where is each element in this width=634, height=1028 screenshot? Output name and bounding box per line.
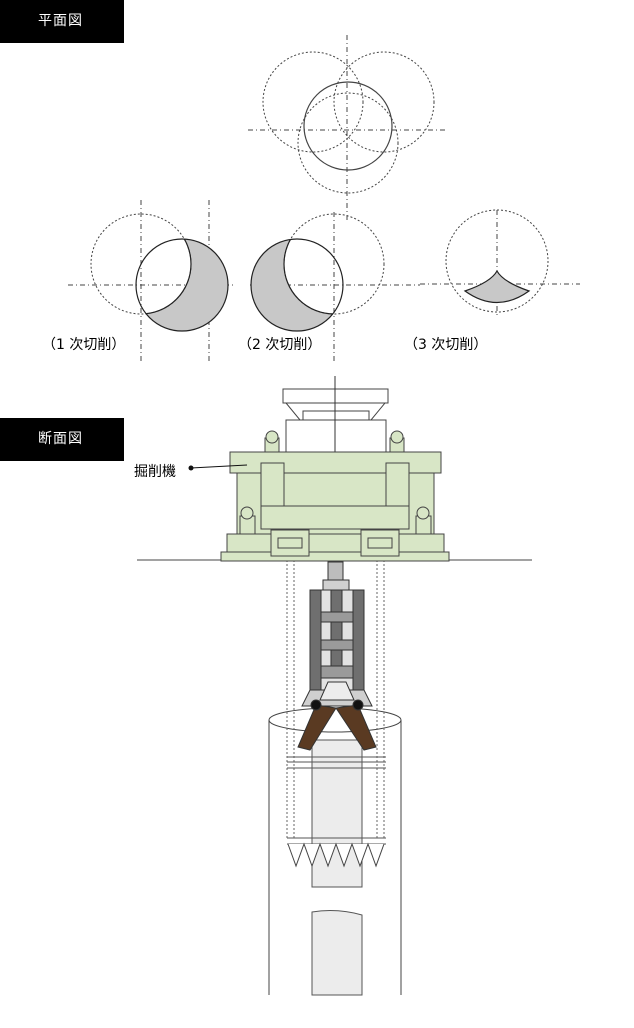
casing-bands [287, 756, 386, 845]
machine-label-leader [190, 464, 248, 469]
cutter-assembly [297, 561, 377, 751]
plan-overview-circles [248, 35, 445, 222]
step-3-diagram [420, 209, 580, 318]
plan-view-heading: 平面図 [0, 0, 124, 43]
excavator-machine [220, 376, 450, 562]
step-2-diagram [250, 212, 420, 362]
step-2-label: （2 次切削） [238, 337, 322, 353]
cutting-teeth [287, 842, 385, 868]
guide-tube [286, 420, 385, 838]
inner-pile [311, 739, 363, 996]
step-3-label: （3 次切削） [404, 337, 488, 353]
machine-label-dot [188, 465, 194, 471]
casing [268, 707, 402, 995]
step-1-diagram [68, 200, 236, 362]
machine-label: 掘削機 [134, 464, 176, 480]
section-view-heading: 断面図 [0, 418, 124, 461]
step-1-label: （1 次切削） [42, 337, 126, 353]
plan-view-diagram [68, 35, 580, 362]
